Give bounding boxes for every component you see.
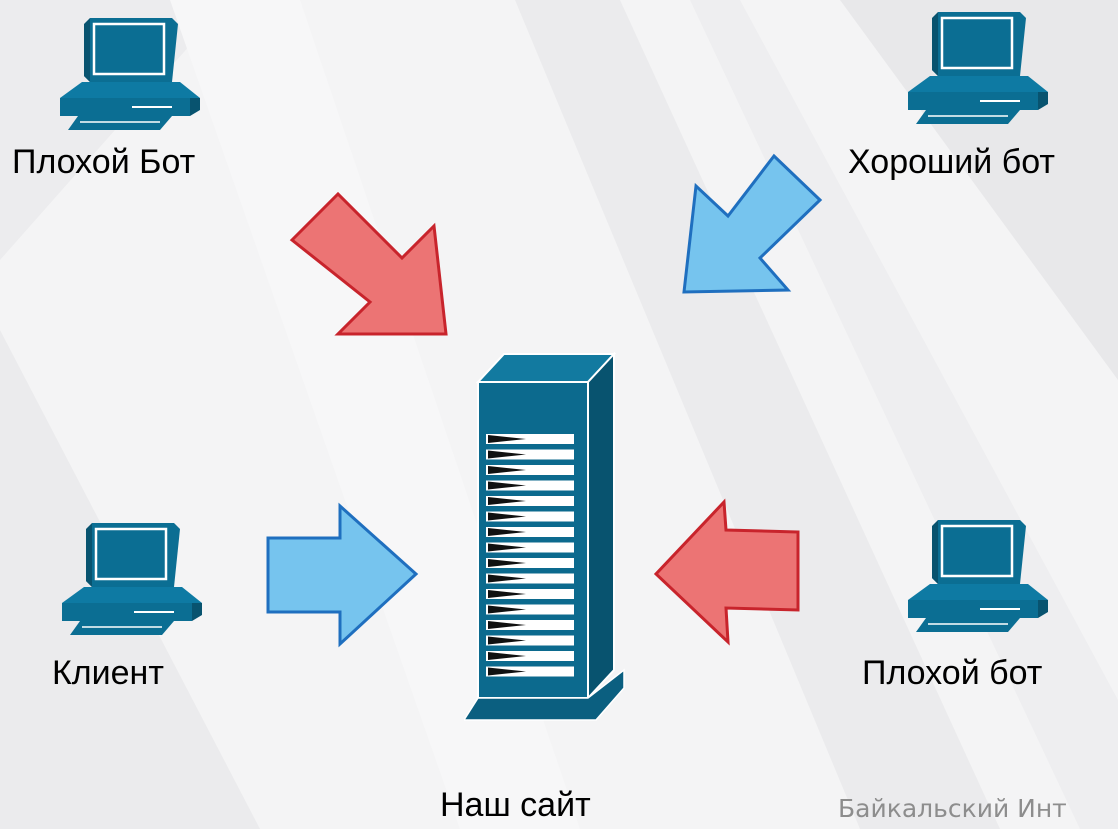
bad-bot-arrow-top — [289, 191, 448, 336]
drive-bay-slot — [488, 667, 526, 676]
drive-bay-slot — [488, 559, 526, 567]
node-label-bottom-left: Клиент — [52, 654, 164, 692]
watermark-text: Байкальский Инт — [838, 794, 1067, 823]
drive-bay-slot — [488, 590, 526, 598]
drive-bay-slot — [488, 466, 526, 474]
drive-bay — [486, 496, 574, 506]
good-bot-arrow-top — [682, 153, 823, 294]
drive-bay-slot — [488, 481, 526, 490]
drive-bay — [486, 558, 574, 568]
node-label-top-left: Плохой Бот — [12, 143, 196, 181]
drive-bay-slot — [488, 512, 526, 521]
client-arrow — [266, 502, 419, 648]
drive-bay — [486, 589, 574, 599]
drive-bay-slot — [488, 621, 526, 629]
node-label-top-right: Хороший бот — [848, 143, 1055, 181]
drive-bay — [486, 635, 574, 646]
drive-bay — [486, 511, 574, 522]
drive-bay-slot — [488, 605, 526, 614]
drive-bay-slot — [488, 497, 526, 505]
drive-bay — [486, 573, 574, 584]
site-label: Наш сайт — [440, 786, 591, 824]
computer-top-left-icon — [60, 18, 200, 130]
drive-bay — [486, 480, 574, 491]
bad-bot-arrow-bottom — [653, 498, 800, 646]
server-tower-icon — [464, 352, 625, 721]
computer-top-right-icon — [908, 12, 1048, 124]
drive-bay-slot — [488, 435, 526, 443]
drive-bay-slot — [488, 543, 526, 552]
drive-bay-slot — [488, 652, 526, 660]
drive-bay — [486, 542, 574, 553]
drive-bay — [486, 465, 574, 475]
drive-bay — [486, 620, 574, 630]
drive-bay — [486, 666, 574, 677]
drive-bay — [486, 527, 574, 537]
computer-bottom-right-icon — [908, 520, 1048, 632]
drive-bay — [486, 434, 574, 444]
node-label-bottom-right: Плохой бот — [862, 654, 1043, 692]
drive-bay-slot — [488, 450, 526, 459]
computer-bottom-left-icon — [62, 523, 202, 635]
drive-bay-slot — [488, 636, 526, 645]
drive-bay — [486, 449, 574, 460]
drive-bay-slot — [488, 528, 526, 536]
drive-bay — [486, 651, 574, 661]
server-drive-bays — [486, 434, 574, 677]
drive-bay — [486, 604, 574, 615]
drive-bay-slot — [488, 574, 526, 583]
